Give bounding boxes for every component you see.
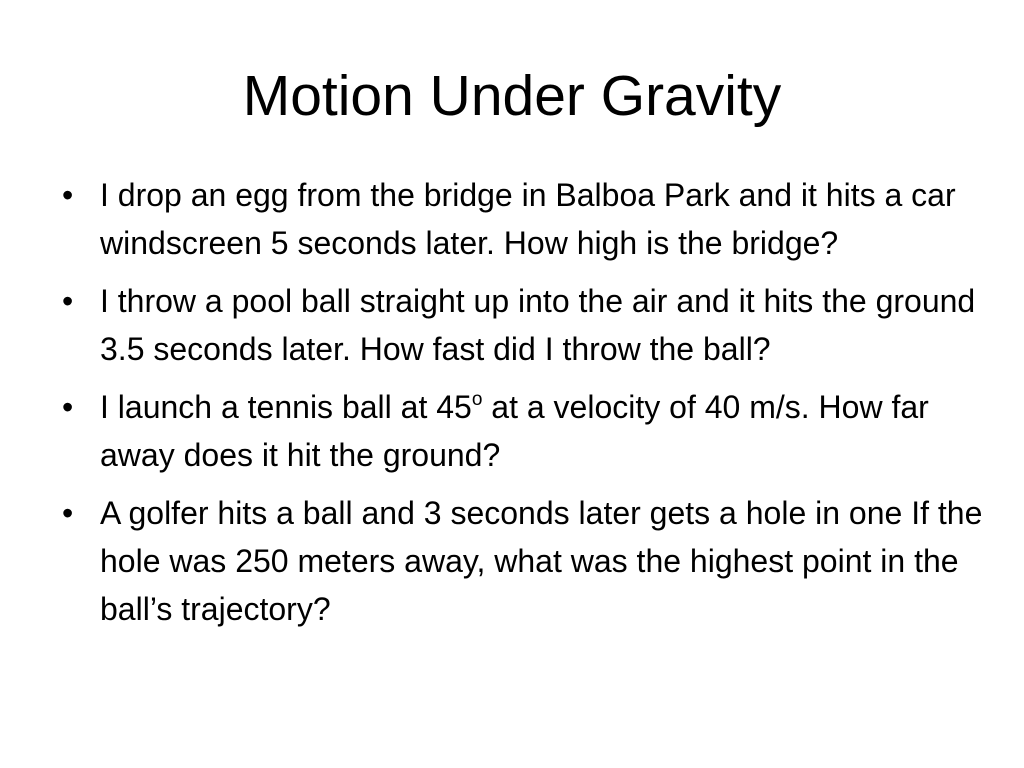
bullet-list: • I drop an egg from the bridge in Balbo… (62, 171, 1007, 643)
bullet-dot-icon: • (62, 177, 74, 213)
bullet-text-after: at a velocity of 40 m/s. How far away do… (100, 389, 929, 473)
bullet-text-before: I launch a tennis ball at 45 (100, 389, 472, 425)
bullet-text: I throw a pool ball straight up into the… (100, 283, 976, 367)
bullet-item-egg-drop: • I drop an egg from the bridge in Balbo… (62, 171, 1007, 267)
degree-superscript: o (471, 389, 483, 410)
bullet-text: I launch a tennis ball at 45o at a veloc… (100, 389, 929, 473)
bullet-dot-icon: • (62, 495, 74, 531)
bullet-text: I drop an egg from the bridge in Balboa … (100, 177, 956, 261)
bullet-dot-icon: • (62, 389, 74, 425)
bullet-item-tennis-ball: • I launch a tennis ball at 45o at a vel… (62, 383, 1007, 479)
bullet-item-pool-ball: • I throw a pool ball straight up into t… (62, 277, 1007, 373)
slide-title: Motion Under Gravity (242, 64, 782, 128)
bullet-dot-icon: • (62, 283, 74, 319)
bullet-text: A golfer hits a ball and 3 seconds later… (100, 495, 983, 627)
bullet-item-golfer: • A golfer hits a ball and 3 seconds lat… (62, 489, 1007, 633)
